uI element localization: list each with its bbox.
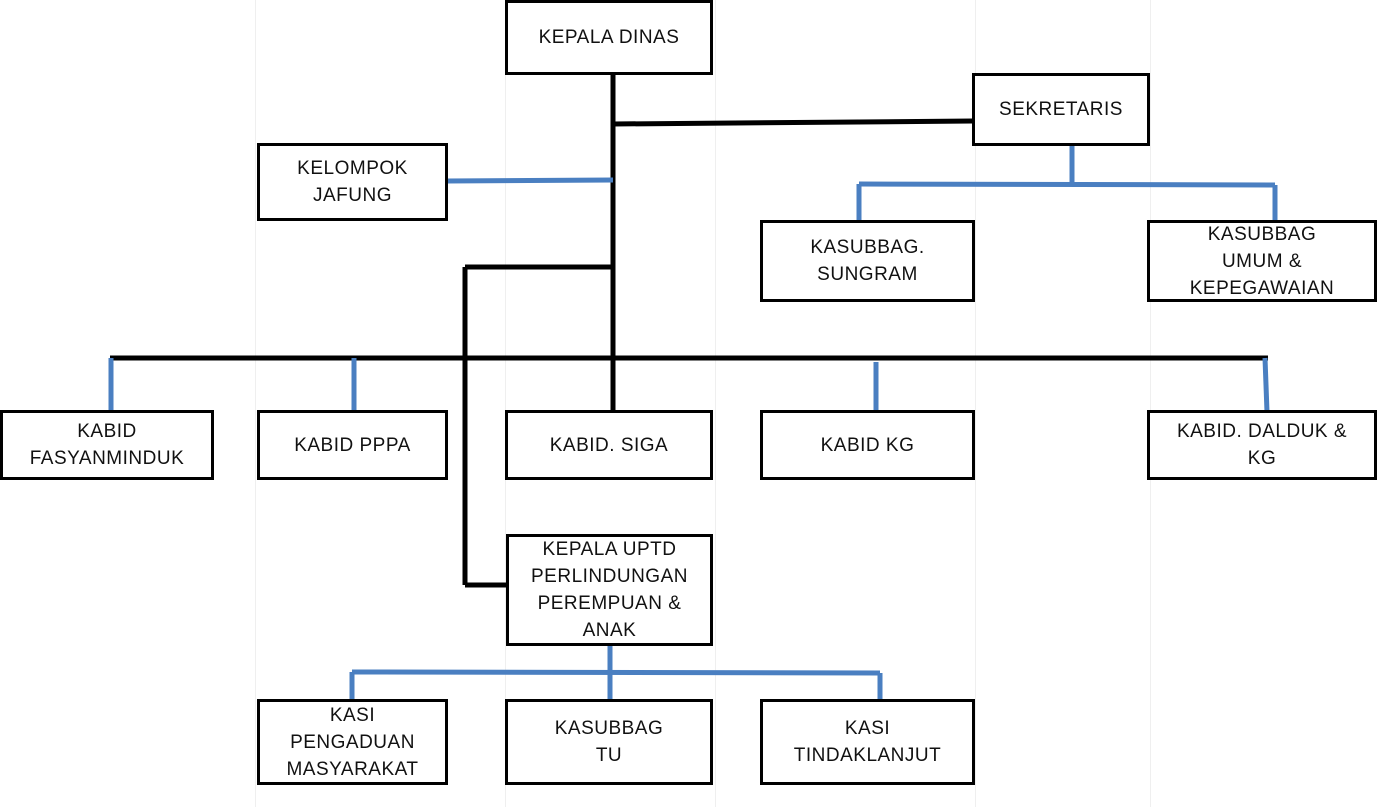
box-kasi-pengaduan-masyarakat[interactable]: KASI PENGADUAN MASYARAKAT: [257, 699, 448, 785]
gridline: [975, 0, 976, 807]
box-kasubbag-umum-kepegawaian[interactable]: KASUBBAG UMUM & KEPEGAWAIAN: [1147, 220, 1377, 302]
box-sekretaris[interactable]: SEKRETARIS: [972, 73, 1150, 146]
box-kabid-kg[interactable]: KABID KG: [760, 410, 975, 480]
box-kabid-fasyanminduk-label: KABID FASYANMINDUK: [29, 421, 185, 469]
uptd-sub-bus: [351, 669, 881, 676]
box-kepala-dinas[interactable]: KEPALA DINAS: [505, 0, 713, 75]
box-kelompok-jafung-label: KELOMPOK JAFUNG: [297, 158, 408, 206]
gridline: [505, 0, 506, 807]
box-kepala-uptd-label: KEPALA UPTD PERLINDUNGAN PEREMPUAN & ANA…: [531, 539, 688, 641]
gridline: [1150, 0, 1151, 807]
box-kabid-pppa-label: KABID PPPA: [294, 434, 411, 456]
box-kabid-dalduk-kg[interactable]: KABID. DALDUK & KG: [1147, 410, 1377, 480]
box-kabid-fasyanminduk[interactable]: KABID FASYANMINDUK: [0, 410, 214, 480]
box-kepala-uptd[interactable]: KEPALA UPTD PERLINDUNGAN PEREMPUAN & ANA…: [506, 534, 713, 646]
dalduk-drop: [1262, 357, 1270, 413]
box-kasi-tindaklanjut[interactable]: KASI TINDAKLANJUT: [760, 699, 975, 785]
box-kelompok-jafung[interactable]: KELOMPOK JAFUNG: [257, 143, 448, 221]
box-kabid-dalduk-label: KABID. DALDUK & KG: [1176, 421, 1348, 469]
box-kasubbag-tu[interactable]: KASUBBAG TU: [505, 699, 713, 785]
box-kasi-tindaklanjut-label: KASI TINDAKLANJUT: [793, 718, 942, 766]
box-kasubbag-umum-label: KASUBBAG UMUM & KEPEGAWAIAN: [1189, 223, 1335, 299]
sekretaris-connector: [612, 118, 974, 127]
box-kabid-siga[interactable]: KABID. SIGA: [505, 410, 713, 480]
box-kabid-pppa[interactable]: KABID PPPA: [257, 410, 448, 480]
box-kasubbag-sungram[interactable]: KASUBBAG. SUNGRAM: [760, 220, 975, 302]
box-kabid-kg-label: KABID KG: [820, 434, 915, 456]
box-kasi-pengaduan-label: KASI PENGADUAN MASYARAKAT: [286, 704, 419, 780]
box-kabid-siga-label: KABID. SIGA: [549, 434, 669, 456]
gridline: [255, 0, 256, 807]
primary-connectors: [110, 74, 1268, 588]
box-kepala-dinas-label: KEPALA DINAS: [538, 27, 680, 48]
box-sekretaris-label: SEKRETARIS: [999, 99, 1123, 120]
subbag-bus: [858, 181, 1276, 188]
jafung-connector: [446, 177, 614, 184]
box-kasubbag-sungram-label: KASUBBAG. SUNGRAM: [810, 237, 925, 285]
secondary-connectors: [108, 146, 1278, 701]
box-kasubbag-tu-label: KASUBBAG TU: [554, 718, 664, 766]
gridline: [715, 0, 716, 807]
